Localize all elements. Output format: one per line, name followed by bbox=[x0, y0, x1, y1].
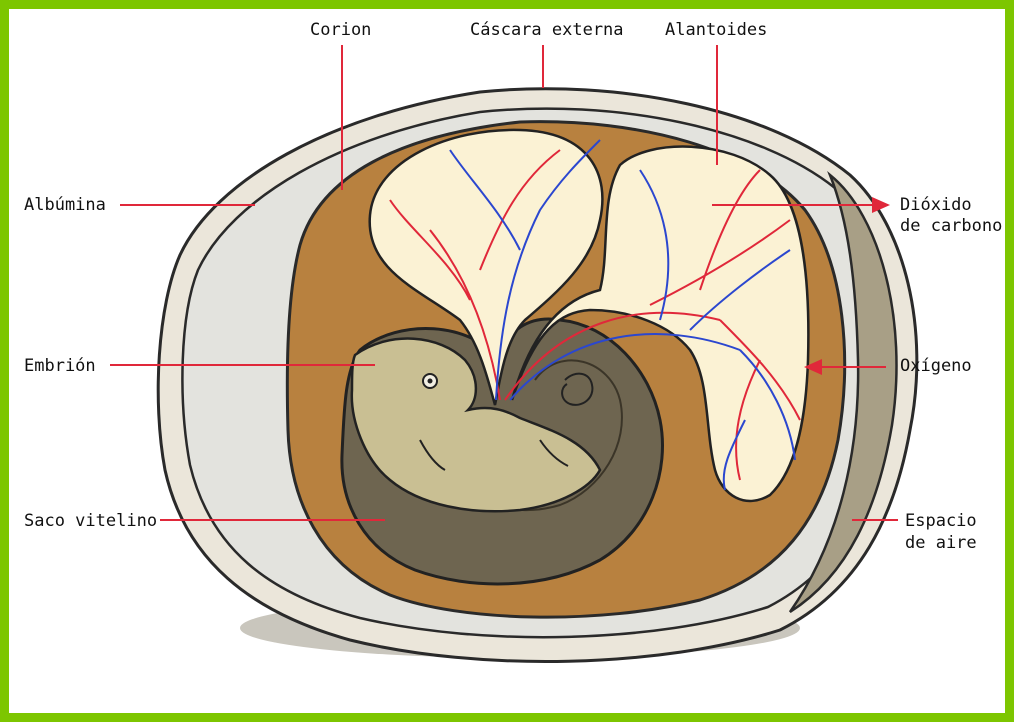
label-espacio-1: Espacio bbox=[905, 511, 977, 531]
label-dioxido-1: Dióxido bbox=[900, 195, 972, 215]
label-albumina: Albúmina bbox=[24, 195, 106, 215]
label-dioxido-2: de carbono bbox=[900, 216, 1002, 236]
label-saco-vitelino: Saco vitelino bbox=[24, 511, 157, 531]
label-corion: Corion bbox=[310, 20, 371, 40]
label-oxigeno: Oxígeno bbox=[900, 356, 972, 376]
label-embrion: Embrión bbox=[24, 356, 96, 376]
label-espacio-2: de aire bbox=[905, 533, 977, 553]
label-cascara-externa: Cáscara externa bbox=[470, 20, 624, 40]
label-alantoides: Alantoides bbox=[665, 20, 767, 40]
